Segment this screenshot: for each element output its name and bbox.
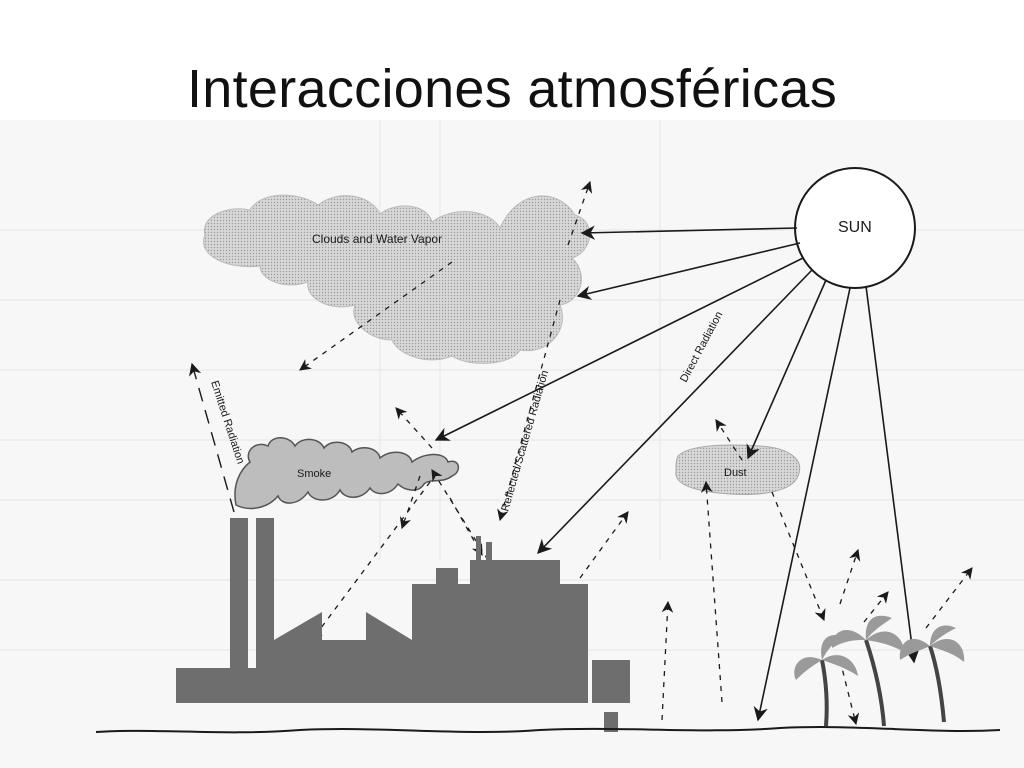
clouds-and-water-vapor-cloud [203,194,591,364]
smoke-label: Smoke [297,468,331,480]
scattered-radiation-arrows [299,180,973,726]
factory-icon [176,518,630,732]
dust-label: Dust [724,467,747,479]
smoke-plume [234,437,460,510]
clouds-label: Clouds and Water Vapor [312,232,442,246]
sun-label: SUN [838,219,872,236]
emitted-radiation-arrow [189,362,235,513]
palm-tree-icon [794,615,965,727]
ground-line [95,726,1001,734]
atmospheric-interactions-diagram: Clouds and Water Vapor Smoke Dust SUN Di… [0,120,1024,768]
direct-radiation-arrows [434,225,920,722]
slide-title: Interacciones atmosféricas [186,59,838,119]
